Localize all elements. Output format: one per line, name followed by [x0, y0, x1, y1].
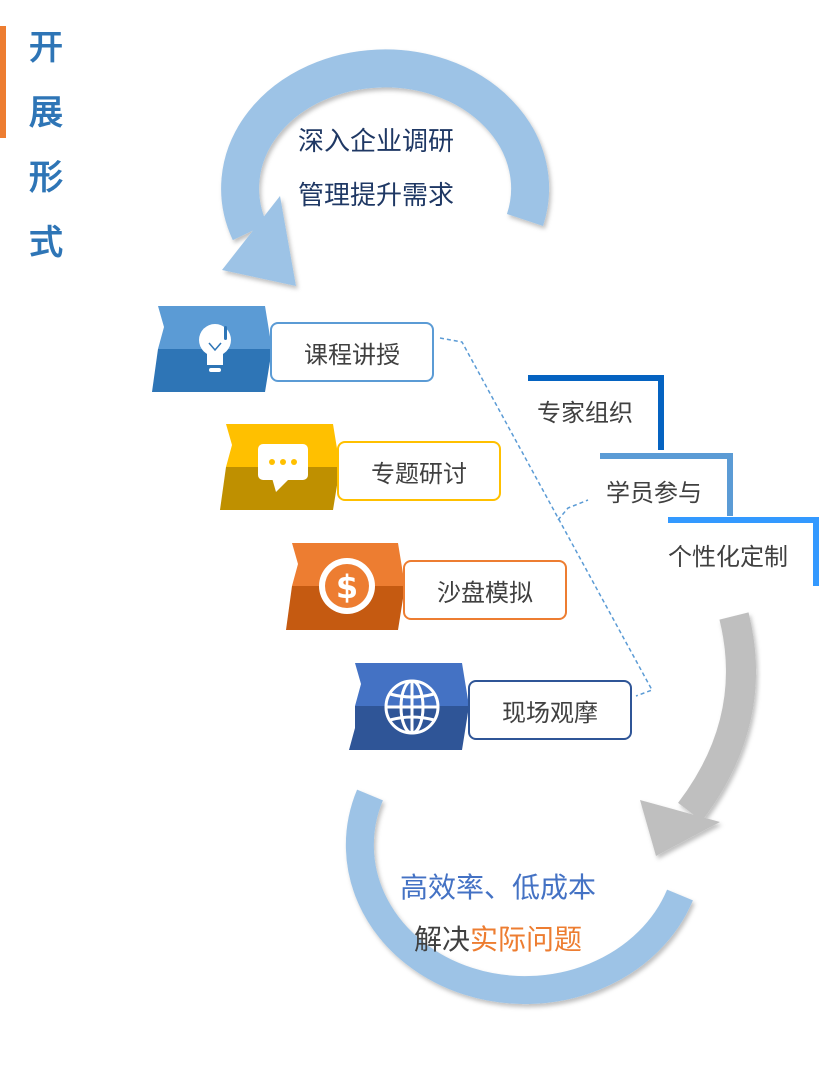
step-student-participate: 学员参与 — [606, 479, 702, 507]
globe-icon — [384, 679, 440, 735]
title-accent-bar — [0, 26, 6, 138]
chat-bubble-icon — [258, 444, 308, 492]
form-label-sandbox: 沙盘模拟 — [403, 560, 567, 620]
form-label-lecture: 课程讲授 — [270, 322, 434, 382]
top-circle-line-2: 管理提升需求 — [297, 181, 454, 211]
form-label-seminar: 专题研讨 — [337, 441, 501, 501]
svg-text:$: $ — [336, 568, 358, 606]
top-cycle-arrow — [221, 49, 550, 286]
gray-down-arrow — [640, 612, 757, 856]
title-char-4: 式 — [29, 223, 63, 263]
form-label-site-visit: 现场观摩 — [468, 680, 632, 740]
bracket-pointer — [557, 499, 589, 521]
step-lines — [528, 375, 819, 586]
bottom-cycle-arc — [345, 789, 693, 1005]
top-circle-line-1: 深入企业调研 — [297, 127, 454, 157]
dashed-bracket — [439, 337, 654, 697]
dollar-icon: $ — [319, 558, 375, 614]
line-2-highlight: 实际问题 — [470, 923, 583, 956]
title-char-2: 展 — [29, 93, 63, 133]
title-char-3: 形 — [29, 158, 63, 198]
bottom-circle-line-1: 高效率、低成本 — [399, 871, 596, 904]
title-char-1: 开 — [29, 28, 63, 68]
step-customized: 个性化定制 — [668, 543, 788, 571]
lightbulb-icon — [199, 324, 231, 372]
bottom-circle-line-2: 解决实际问题 — [368, 918, 628, 958]
step-expert-organize: 专家组织 — [537, 399, 633, 427]
line-2-prefix: 解决 — [413, 923, 470, 956]
